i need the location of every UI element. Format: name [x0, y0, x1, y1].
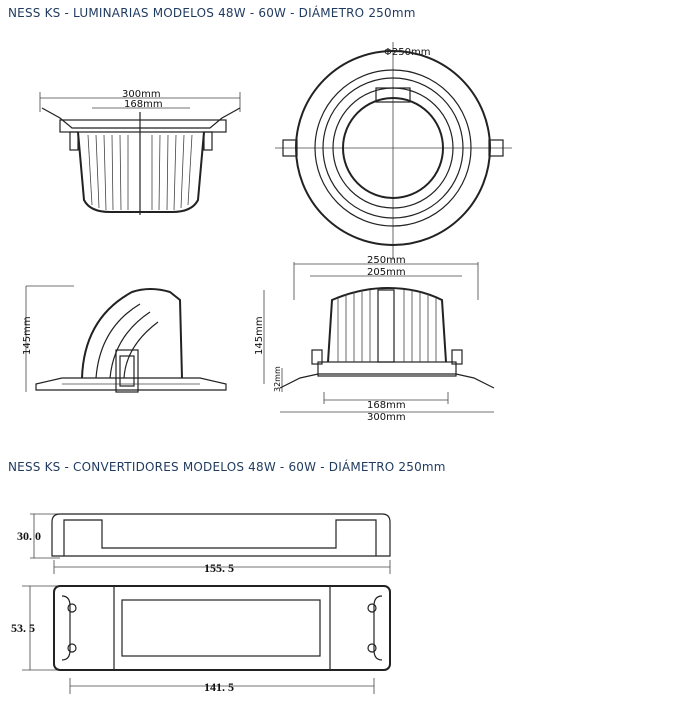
luminarias-title: NESS KS - LUMINARIAS MODELOS 48W - 60W -… — [8, 6, 416, 20]
dim-view-height: 145mm — [254, 316, 265, 355]
convertidores-title: NESS KS - CONVERTIDORES MODELOS 48W - 60… — [8, 460, 446, 474]
converter-plan-view: 53. 5 141. 5 — [11, 585, 391, 694]
dim-outer-bottom: 300mm — [367, 412, 406, 423]
dim-inner-bottom: 168mm — [367, 400, 406, 411]
dim-outer-top: 250mm — [367, 255, 406, 266]
dim-lip: 32mm — [273, 366, 282, 392]
dim-conv-mount: 141. 5 — [204, 680, 234, 694]
luminaire-tilt-view: 145mm — [22, 285, 227, 393]
dim-conv-length: 155. 5 — [204, 561, 234, 575]
luminaire-front-view: Φ250mm — [275, 42, 512, 260]
dim-conv-height: 30. 0 — [17, 529, 41, 543]
converter-side-view: 30. 0 155. 5 — [17, 513, 391, 575]
dim-tilt-height: 145mm — [22, 316, 33, 355]
dim-inner-top: 205mm — [367, 267, 406, 278]
luminaire-dims-view: 250mm 205mm 145mm 32mm 168mm 300mm — [254, 255, 495, 423]
dim-conv-width: 53. 5 — [11, 621, 35, 635]
luminaire-side-view: 300mm 168mm — [39, 89, 241, 215]
dim-side-outer: 300mm — [122, 89, 161, 100]
dim-side-inner: 168mm — [124, 99, 163, 110]
